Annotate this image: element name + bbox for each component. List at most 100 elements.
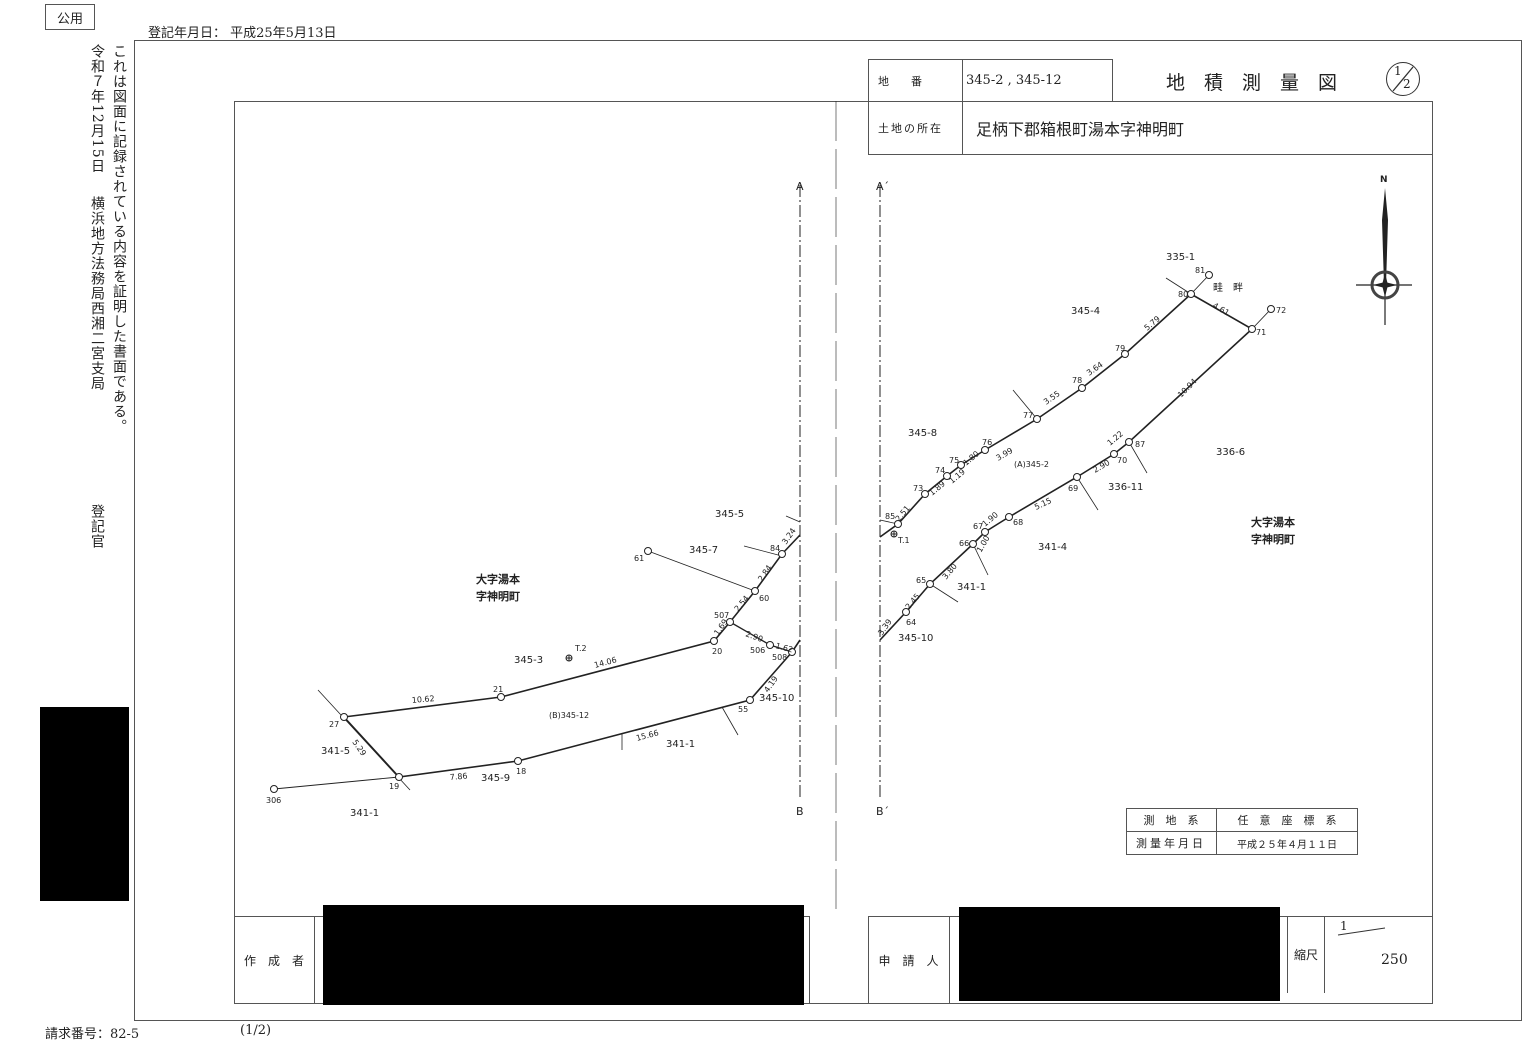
adjacent-line [273,776,400,790]
survey-point-label: 66 [959,539,969,548]
survey-point-marker [726,618,734,626]
boundary-b-north [343,534,801,718]
section-mark: B´ [876,805,889,818]
drawing-frame [234,101,1433,1004]
sheet-number-badge: 1 2 [1386,62,1420,96]
lot-tag: (A)345-2 [1014,460,1049,469]
distance-label: 7.86 [449,771,468,782]
survey-point-marker [788,648,796,656]
survey-point-label: 67 [973,522,983,531]
applicant-label: 申 請 人 [868,916,950,1004]
distance-label: 3.99 [995,446,1015,463]
certification-date: 令和７年12月15日 [89,44,105,174]
neighbor-boundary-line [1165,277,1192,295]
survey-point-marker [766,641,774,649]
parcel-label: 345-10 [759,693,794,704]
lot-number-label: 地 番 [868,59,963,102]
sheet-slash-icon [1392,66,1414,92]
survey-point-label: 84 [770,544,780,553]
distance-label: 2.90 [744,629,764,644]
survey-point-label: 61 [634,554,644,563]
survey-point-label: 18 [516,767,526,776]
survey-point-marker [644,547,652,555]
public-stamp: 公用 [45,4,95,30]
neighbor-boundary-line [721,706,739,736]
survey-point-label: 80 [1178,290,1188,299]
section-mark: A [796,180,804,193]
survey-point-label: 87 [1135,440,1145,449]
distance-label: 4.19 [762,674,780,694]
survey-point-label: 73 [913,484,923,493]
survey-point-label: 60 [759,594,769,603]
distance-label: 1.80 [962,449,981,467]
parcel-label: 畦 畔 [1213,281,1243,294]
parcel-label: 345-10 [898,633,933,644]
sheet-denominator: 2 [1403,77,1411,91]
survey-point-label: 27 [329,720,339,729]
survey-point-label: 20 [712,647,722,656]
scale-numerator: 1 [1340,919,1348,933]
adjacent-line [1251,308,1272,330]
distance-label: 15.66 [635,728,659,743]
section-mark: A´ [876,180,889,193]
scale-denominator: 250 [1381,952,1408,968]
registration-date: 登記年月日： 平成25年5月13日 [148,26,337,41]
issuing-office: 横浜地方法務局西湘二宮支局 [89,196,105,391]
survey-point-label: 71 [1256,328,1266,337]
adjacent-line [1190,274,1210,295]
survey-point-marker [1205,271,1213,279]
survey-point-label: 68 [1013,518,1023,527]
redacted-seal [40,707,129,901]
adjacent-line [647,550,756,592]
parcel-label: 345-5 [715,509,744,520]
distance-label: 5.15 [1033,496,1053,512]
parcel-label: 345-8 [908,428,937,439]
neighbor-boundary-line [1128,441,1148,474]
public-stamp-text: 公用 [56,11,83,27]
distance-label: 10.94 [1176,377,1199,400]
parcel-label: 345-4 [1071,306,1100,317]
parcel-label: 345-7 [689,545,718,556]
survey-point-label: 77 [1023,411,1033,420]
survey-point-marker [969,540,977,548]
survey-date-value: 平成２５年４月１１日 [1237,839,1337,851]
geodetic-system-label: 測 地 系 [1143,813,1199,827]
north-arrow-icon [1382,188,1388,285]
survey-table-divider [1126,831,1358,832]
survey-point-label: 306 [266,796,281,805]
survey-point-marker [1267,305,1275,313]
certification-text: これは図面に記録されている内容を証明した書面である。 [111,44,127,434]
survey-point-label: 64 [906,618,916,627]
survey-point-label: 69 [1068,484,1078,493]
survey-point-marker [902,608,910,616]
parcel-label: 345-9 [481,773,510,784]
section-mark: B [796,805,804,818]
distance-label: 1.00 [975,534,992,554]
survey-point-marker [1248,325,1256,333]
compass-rose-icon [1370,270,1400,300]
parcel-label: 341-1 [957,582,986,593]
distance-label: 1.22 [1106,429,1125,447]
distance-label: 2.51 [894,504,912,523]
survey-point-marker [1073,473,1081,481]
survey-point-label: 76 [982,438,992,447]
document-title: 地 積 測 量 図 [1166,72,1338,94]
survey-point-marker [1125,438,1133,446]
survey-point-label: 74 [935,466,945,475]
neighbor-boundary-line [1076,476,1099,511]
lot-number-row [868,59,1113,102]
survey-point-marker [921,490,929,498]
lot-number-value: 345-2 , 345-12 [966,73,1062,88]
survey-point-label: 85 [885,512,895,521]
parcel-label: 336-11 [1108,482,1143,493]
survey-point-marker [1033,415,1041,423]
compass-rose-icon [1373,282,1397,288]
redacted-applicant [959,907,1280,1001]
survey-point-marker [395,773,403,781]
survey-point-label: 79 [1115,344,1125,353]
survey-point-marker [926,580,934,588]
distance-label: 1.62 [774,641,794,654]
distance-label: 2.54 [733,594,751,613]
survey-point-marker [497,693,505,701]
